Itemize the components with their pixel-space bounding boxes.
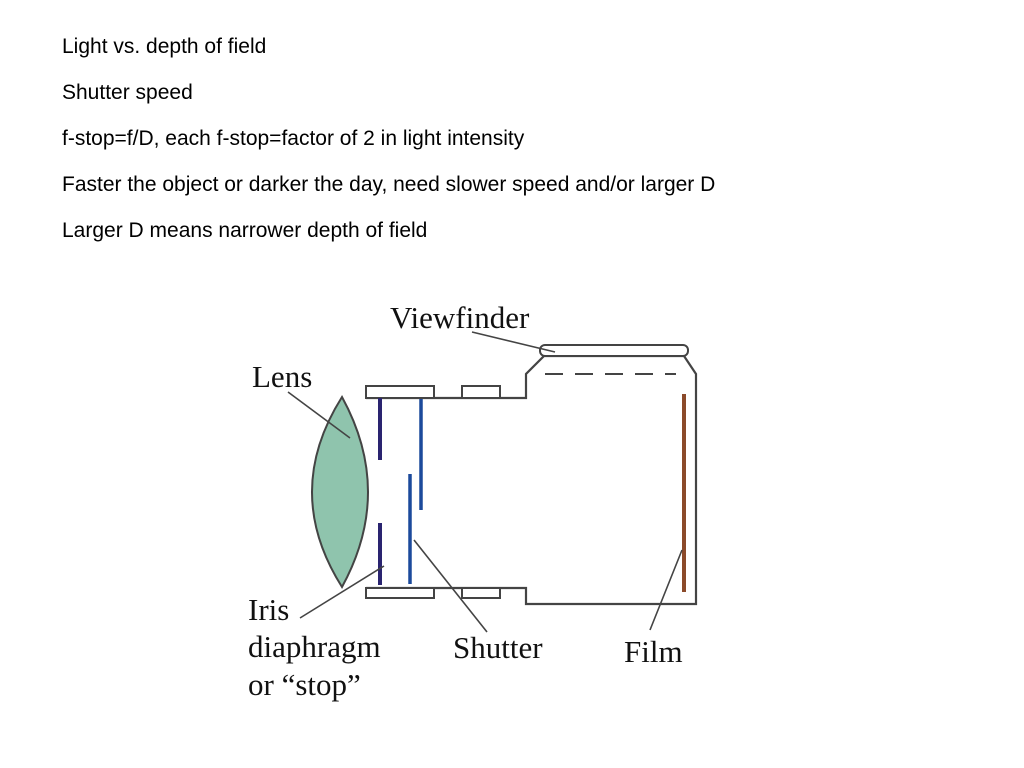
top-ring-2: [461, 385, 501, 399]
top-ring-1: [365, 385, 435, 399]
iris-leader: [299, 565, 385, 619]
label-iris-line2: diaphragm: [248, 629, 381, 664]
camera-body: [365, 344, 698, 606]
viewfinder-window: [539, 344, 689, 357]
bullet-shutter-speed: Shutter speed: [62, 81, 193, 104]
label-iris-line3: or “stop”: [248, 667, 361, 702]
viewfinder-leader: [471, 331, 556, 353]
shutter-leader: [413, 539, 488, 633]
lens-leader: [287, 391, 351, 439]
bullet-larger-d: Larger D means narrower depth of field: [62, 219, 428, 242]
bottom-ring-1: [365, 587, 435, 599]
bullet-f-stop: f-stop=f/D, each f-stop=factor of 2 in l…: [62, 127, 525, 150]
label-shutter: Shutter: [453, 630, 543, 665]
label-iris-line1: Iris: [248, 592, 289, 627]
label-film: Film: [624, 634, 683, 669]
bullet-light-vs-depth: Light vs. depth of field: [62, 35, 267, 58]
bullet-faster-object: Faster the object or darker the day, nee…: [62, 173, 716, 196]
label-viewfinder: Viewfinder: [390, 300, 530, 335]
bullet-list: Light vs. depth of field Shutter speed f…: [62, 33, 715, 263]
bottom-ring-2: [461, 587, 501, 599]
film-leader: [649, 549, 683, 631]
label-lens: Lens: [252, 359, 312, 394]
camera-body-outline: [366, 354, 698, 606]
lens-shape: [311, 395, 369, 589]
